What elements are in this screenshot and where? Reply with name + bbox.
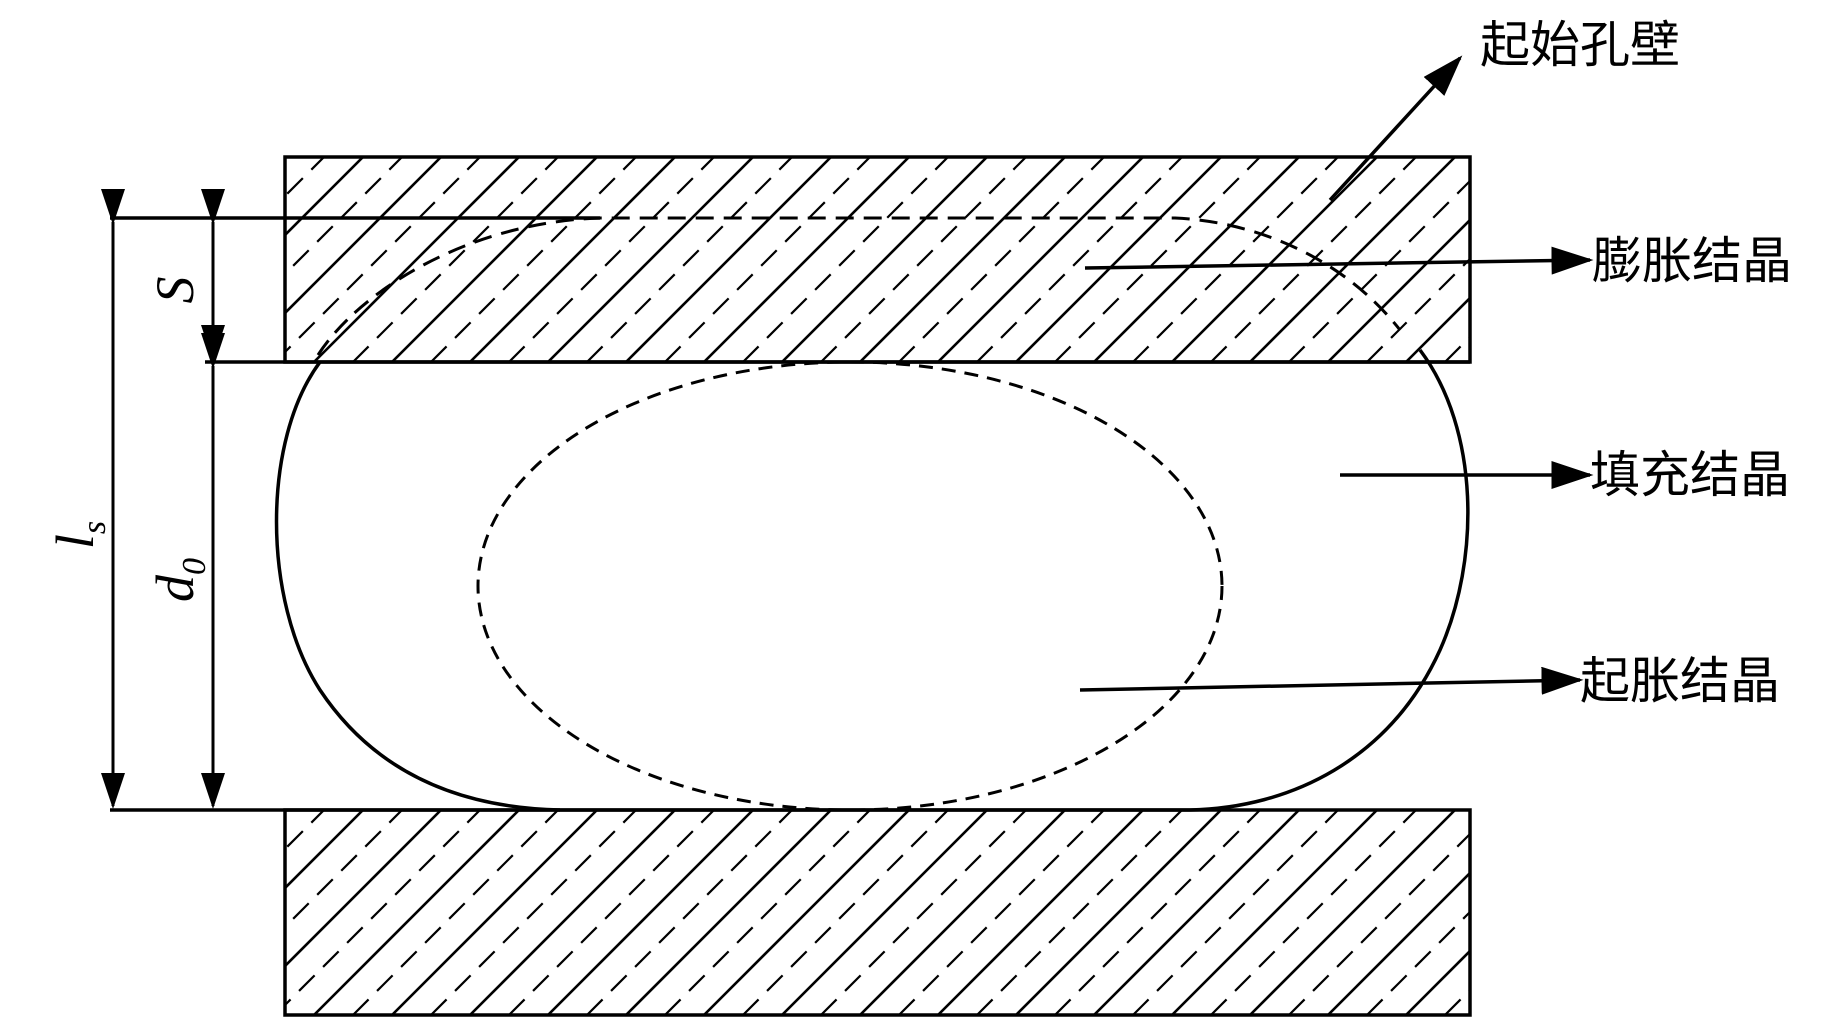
hatch-line	[1093, 810, 1300, 1015]
hatch-line-dashed	[1132, 810, 1339, 1015]
hatch-line-dashed	[430, 157, 637, 362]
label-filling-crystal: 填充结晶	[1590, 446, 1790, 504]
initial-expansion-crystal-outline	[476, 360, 1224, 812]
hatch-line-dashed	[586, 810, 793, 1015]
hatch-line-dashed	[1054, 157, 1261, 362]
hatch-line	[285, 157, 364, 237]
top-hatch-solid	[285, 157, 1470, 362]
hatch-line	[781, 810, 988, 1015]
hatch-line-dashed	[285, 157, 403, 276]
hatch-line	[1405, 949, 1470, 1015]
hatch-line-dashed	[430, 810, 637, 1015]
hatch-line-dashed	[285, 157, 481, 354]
hatch-line-dashed	[976, 810, 1183, 1015]
dimension-label-ls: ls	[45, 521, 113, 549]
hatch-line	[469, 157, 676, 362]
hatch-line	[547, 157, 754, 362]
hatch-line-dashed	[508, 157, 715, 362]
hatch-line-dashed	[1444, 988, 1470, 1015]
hatch-line	[703, 810, 910, 1015]
hatch-line	[1327, 218, 1470, 362]
hatch-line	[1093, 157, 1300, 362]
leader-expansion-crystal	[1084, 246, 1594, 275]
hatch-line-dashed	[1210, 157, 1417, 362]
hatch-line	[285, 810, 364, 890]
label-initial-hole-wall: 起始孔壁	[1480, 16, 1680, 74]
hatch-line	[625, 810, 832, 1015]
hatch-line-dashed	[586, 157, 793, 362]
hatch-line-dashed	[1288, 832, 1470, 1015]
filling-crystal-boundary	[274, 348, 1470, 812]
hatch-line	[1640, 810, 1845, 1015]
hatch-line	[703, 157, 910, 362]
hatch-line-dashed	[820, 810, 1027, 1015]
hatch-line	[937, 157, 1144, 362]
hatch-line	[1249, 810, 1456, 1015]
dimension-label-d0: d0	[145, 558, 213, 602]
hatch-line-dashed	[285, 810, 403, 929]
hatch-line	[547, 810, 754, 1015]
hatch-line-dashed	[352, 157, 559, 362]
hatch-line-dashed	[285, 810, 325, 851]
hatch-line	[1327, 871, 1470, 1015]
hatch-line	[937, 810, 1144, 1015]
top-rock-block	[283, 155, 1472, 364]
label-expansion-crystal: 膨胀结晶	[1592, 232, 1792, 290]
leader-initial-expansion-crystal	[1079, 666, 1584, 695]
hatch-line	[1015, 157, 1222, 362]
hatch-line	[1249, 157, 1456, 362]
hatch-line-dashed	[742, 810, 949, 1015]
hatch-line	[859, 810, 1066, 1015]
hatch-line-dashed	[1523, 810, 1728, 1015]
hatch-line-dashed	[1210, 810, 1417, 1015]
hatch-line	[313, 157, 520, 362]
hatch-line-dashed	[1288, 179, 1470, 362]
leader-initial-hole-wall	[1328, 55, 1463, 202]
bottom-hatch-solid	[285, 810, 1845, 1015]
hatch-line-dashed	[285, 810, 481, 1007]
hatch-line	[469, 810, 676, 1015]
hatch-line	[285, 157, 442, 315]
bottom-rock-block	[283, 808, 1845, 1017]
hatch-line-dashed	[285, 157, 325, 198]
hatch-line	[1405, 296, 1470, 362]
hatch-line	[1015, 810, 1222, 1015]
hatch-line-dashed	[898, 810, 1105, 1015]
bottom-hatch-dashed	[285, 810, 1806, 1015]
hatch-line-dashed	[1054, 810, 1261, 1015]
hatch-line	[859, 157, 1066, 362]
hatch-line-dashed	[352, 810, 559, 1015]
hatch-line	[1171, 810, 1378, 1015]
hatch-line	[391, 810, 598, 1015]
hatch-line	[1484, 810, 1689, 1015]
hatch-line	[285, 810, 286, 812]
hatch-line-dashed	[508, 810, 715, 1015]
hatch-line	[391, 157, 598, 362]
hatch-line-dashed	[898, 157, 1105, 362]
hatch-line	[313, 810, 520, 1015]
hatch-line-dashed	[976, 157, 1183, 362]
hatch-line-dashed	[664, 157, 871, 362]
hatch-line-dashed	[820, 157, 1027, 362]
label-initial-expansion-crystal: 起胀结晶	[1580, 652, 1780, 710]
hatch-line	[1562, 810, 1767, 1015]
hatch-line	[781, 157, 988, 362]
dimension-label-s: S	[145, 277, 205, 304]
hatch-line	[285, 157, 286, 159]
hatch-line	[1171, 157, 1378, 362]
hatch-line-dashed	[1132, 157, 1339, 362]
hatch-line-dashed	[742, 157, 949, 362]
hatch-line-dashed	[1601, 810, 1806, 1015]
hatch-line	[625, 157, 832, 362]
hatch-line-dashed	[664, 810, 871, 1015]
hatch-line	[285, 810, 442, 968]
